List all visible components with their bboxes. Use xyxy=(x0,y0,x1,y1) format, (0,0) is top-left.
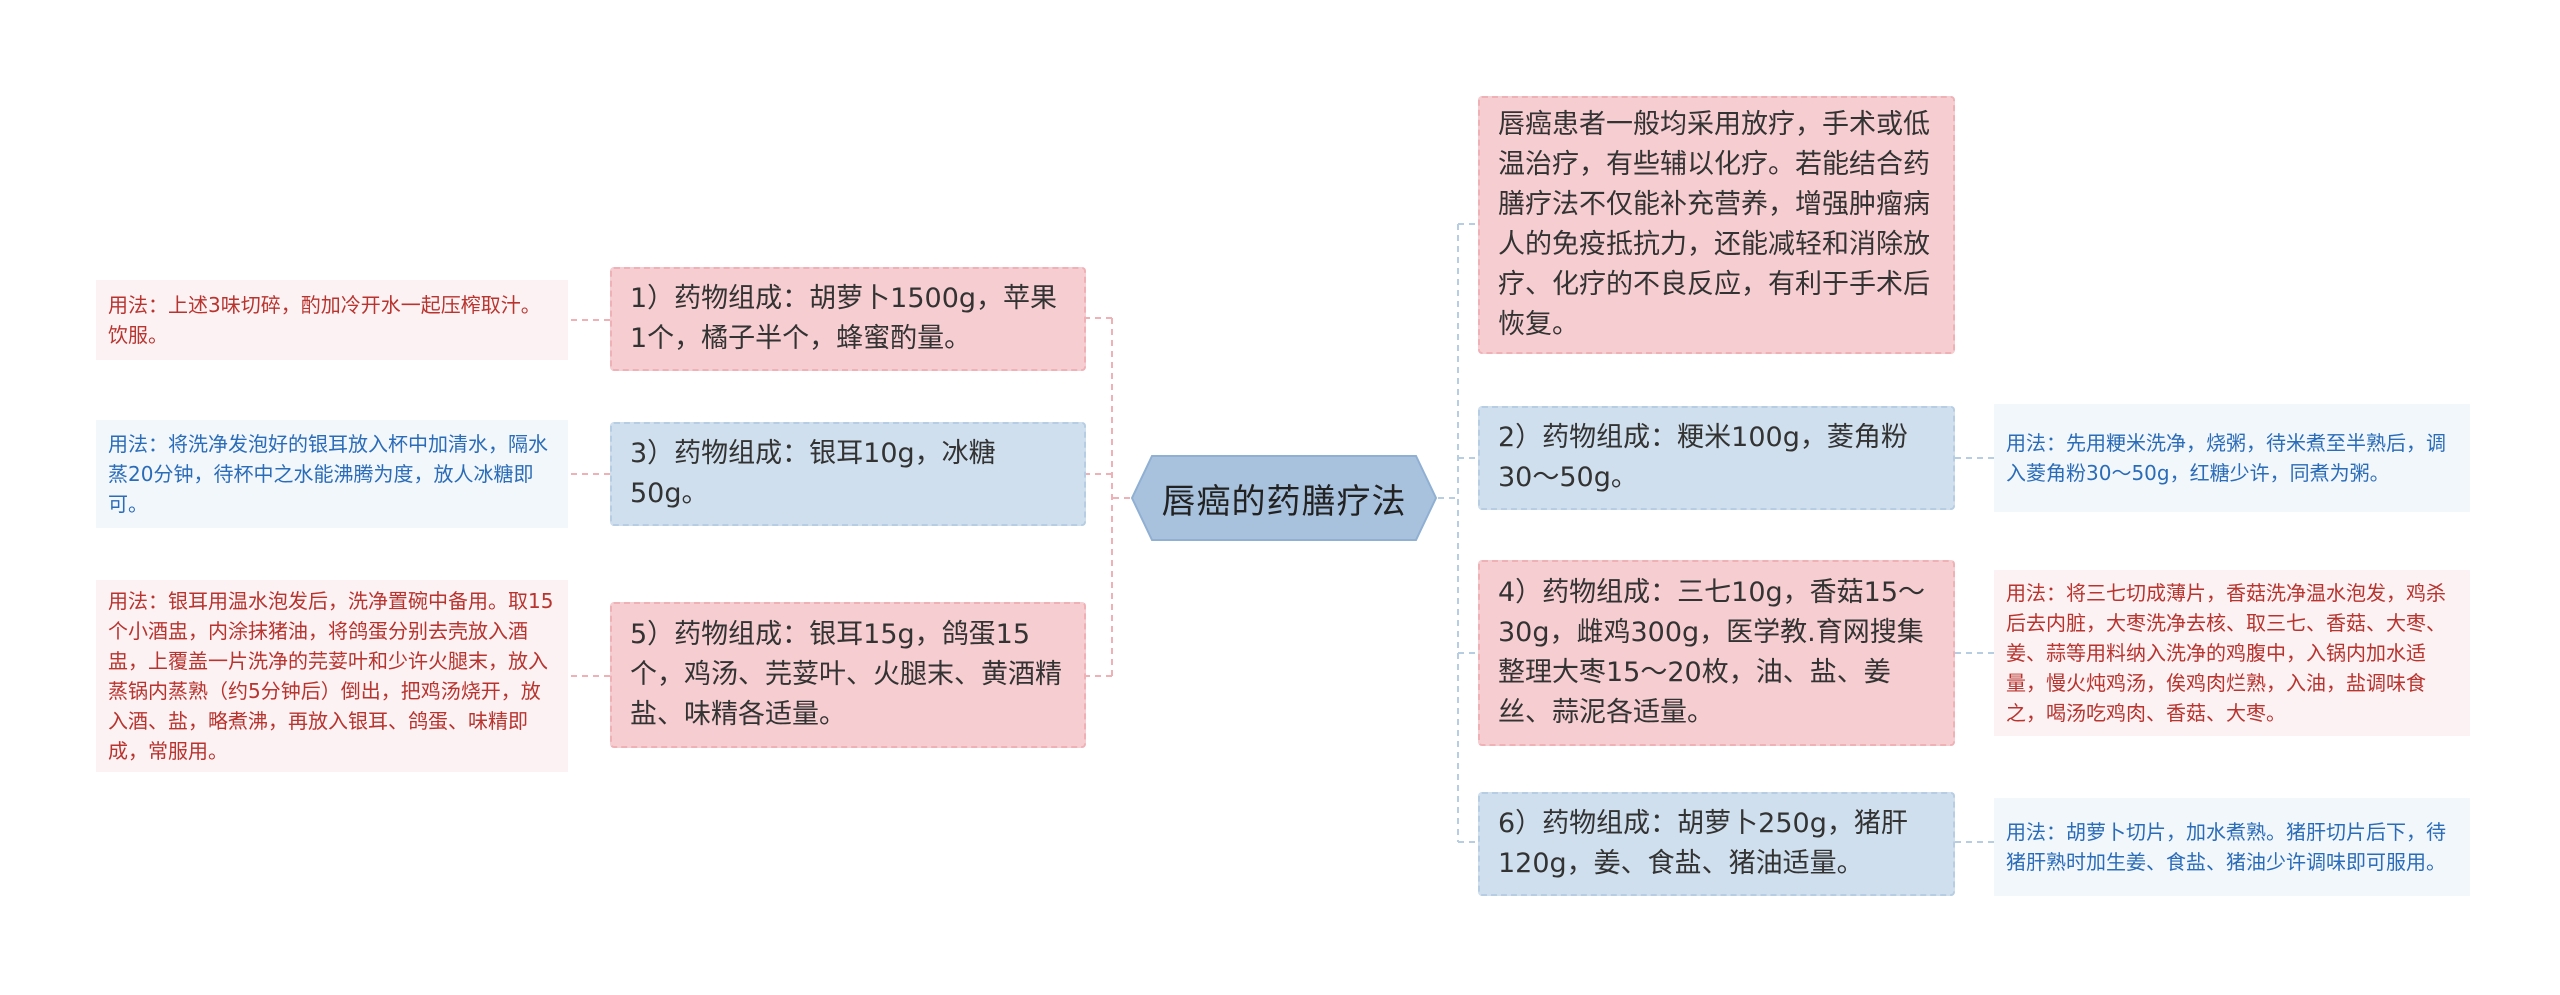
recipe-node-3[interactable]: 3）药物组成：银耳10g，冰糖50g。 xyxy=(610,422,1086,526)
recipe-text: 3）药物组成：银耳10g，冰糖50g。 xyxy=(630,438,996,509)
usage-note-3[interactable]: 用法：将洗净发泡好的银耳放入杯中加清水，隔水蒸20分钟，待杯中之水能沸腾为度，放… xyxy=(96,420,568,528)
usage-note-5[interactable]: 用法：银耳用温水泡发后，洗净置碗中备用。取15个小酒盅，内涂抹猪油，将鸽蛋分别去… xyxy=(96,580,568,772)
usage-text: 用法：先用粳米洗净，烧粥，待米煮至半熟后，调入菱角粉30～50g，红糖少许，同煮… xyxy=(2006,431,2446,485)
recipe-text: 6）药物组成：胡萝卜250g，猪肝120g，姜、食盐、猪油适量。 xyxy=(1498,808,1908,879)
intro-node[interactable]: 唇癌患者一般均采用放疗，手术或低温治疗，有些辅以化疗。若能结合药膳疗法不仅能补充… xyxy=(1478,96,1955,354)
usage-note-2[interactable]: 用法：先用粳米洗净，烧粥，待米煮至半熟后，调入菱角粉30～50g，红糖少许，同煮… xyxy=(1994,404,2470,512)
recipe-text: 1）药物组成：胡萝卜1500g，苹果1个，橘子半个，蜂蜜酌量。 xyxy=(630,283,1058,354)
recipe-text: 5）药物组成：银耳15g，鸽蛋15个，鸡汤、芫荽叶、火腿末、黄酒精盐、味精各适量… xyxy=(630,619,1062,730)
usage-note-4[interactable]: 用法：将三七切成薄片，香菇洗净温水泡发，鸡杀后去内脏，大枣洗净去核、取三七、香菇… xyxy=(1994,570,2470,736)
recipe-node-2[interactable]: 2）药物组成：粳米100g，菱角粉30～50g。 xyxy=(1478,406,1955,510)
usage-text: 用法：胡萝卜切片，加水煮熟。猪肝切片后下，待猪肝熟时加生姜、食盐、猪油少许调味即… xyxy=(2006,820,2446,874)
recipe-node-4[interactable]: 4）药物组成：三七10g，香菇15～30g，雌鸡300g，医学教.育网搜集整理大… xyxy=(1478,560,1955,746)
center-topic[interactable]: 唇癌的药膳疗法 xyxy=(1130,454,1438,542)
usage-note-6[interactable]: 用法：胡萝卜切片，加水煮熟。猪肝切片后下，待猪肝熟时加生姜、食盐、猪油少许调味即… xyxy=(1994,798,2470,896)
center-hexagon xyxy=(1130,455,1438,541)
recipe-text: 4）药物组成：三七10g，香菇15～30g，雌鸡300g，医学教.育网搜集整理大… xyxy=(1498,577,1926,728)
intro-text: 唇癌患者一般均采用放疗，手术或低温治疗，有些辅以化疗。若能结合药膳疗法不仅能补充… xyxy=(1498,109,1930,340)
recipe-text: 2）药物组成：粳米100g，菱角粉30～50g。 xyxy=(1498,422,1908,493)
recipe-node-6[interactable]: 6）药物组成：胡萝卜250g，猪肝120g，姜、食盐、猪油适量。 xyxy=(1478,792,1955,896)
usage-text: 用法：上述3味切碎，酌加冷开水一起压榨取汁。饮服。 xyxy=(108,293,541,347)
recipe-node-5[interactable]: 5）药物组成：银耳15g，鸽蛋15个，鸡汤、芫荽叶、火腿末、黄酒精盐、味精各适量… xyxy=(610,602,1086,748)
usage-text: 用法：将洗净发泡好的银耳放入杯中加清水，隔水蒸20分钟，待杯中之水能沸腾为度，放… xyxy=(108,432,548,516)
usage-text: 用法：将三七切成薄片，香菇洗净温水泡发，鸡杀后去内脏，大枣洗净去核、取三七、香菇… xyxy=(2006,581,2446,725)
usage-note-1[interactable]: 用法：上述3味切碎，酌加冷开水一起压榨取汁。饮服。 xyxy=(96,280,568,360)
recipe-node-1[interactable]: 1）药物组成：胡萝卜1500g，苹果1个，橘子半个，蜂蜜酌量。 xyxy=(610,267,1086,371)
usage-text: 用法：银耳用温水泡发后，洗净置碗中备用。取15个小酒盅，内涂抹猪油，将鸽蛋分别去… xyxy=(108,589,554,763)
center-title: 唇癌的药膳疗法 xyxy=(1161,481,1407,522)
